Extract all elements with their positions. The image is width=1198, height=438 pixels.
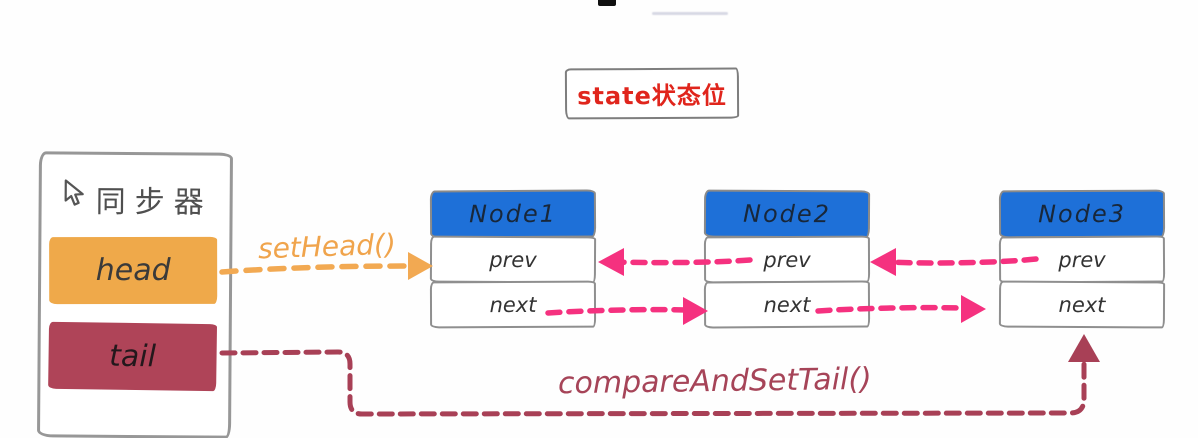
node2-prev-arrowhead: [598, 248, 624, 276]
node3-next-row: next: [998, 280, 1166, 329]
node1-card: Node1 prev next: [429, 189, 597, 332]
node1-prev-row: prev: [429, 235, 597, 284]
node2-header: Node2: [703, 189, 871, 239]
synchronizer-box: 同步器 head tail: [37, 151, 233, 438]
head-field: head: [49, 236, 218, 305]
compareandsettail-arrow-label: compareAndSetTail(): [557, 361, 873, 402]
top-edge-artifact-mark: [598, 0, 616, 6]
synchronizer-title: 同步器: [95, 184, 213, 221]
state-label-box: state状态位: [564, 67, 740, 120]
node3-card: Node3 prev next: [998, 189, 1166, 332]
mouse-cursor-icon: [64, 179, 84, 206]
node2-next-arrowhead: [961, 295, 986, 323]
node2-next-row: next: [703, 280, 871, 329]
sethead-arrow-label: setHead(): [257, 227, 397, 266]
compareandsettail-arrowhead: [1068, 334, 1100, 362]
state-label-text: state状态位: [577, 81, 727, 111]
node1-next-row: next: [429, 280, 597, 329]
tail-field: tail: [48, 321, 218, 392]
node1-header: Node1: [429, 189, 597, 239]
top-edge-artifact-line: [652, 12, 728, 15]
sethead-arrow: [219, 263, 415, 275]
node3-header: Node3: [998, 189, 1166, 239]
node3-prev-row: prev: [998, 235, 1166, 284]
node3-prev-arrowhead: [870, 248, 896, 276]
node2-card: Node2 prev next: [703, 189, 871, 332]
node2-prev-row: prev: [703, 235, 871, 284]
